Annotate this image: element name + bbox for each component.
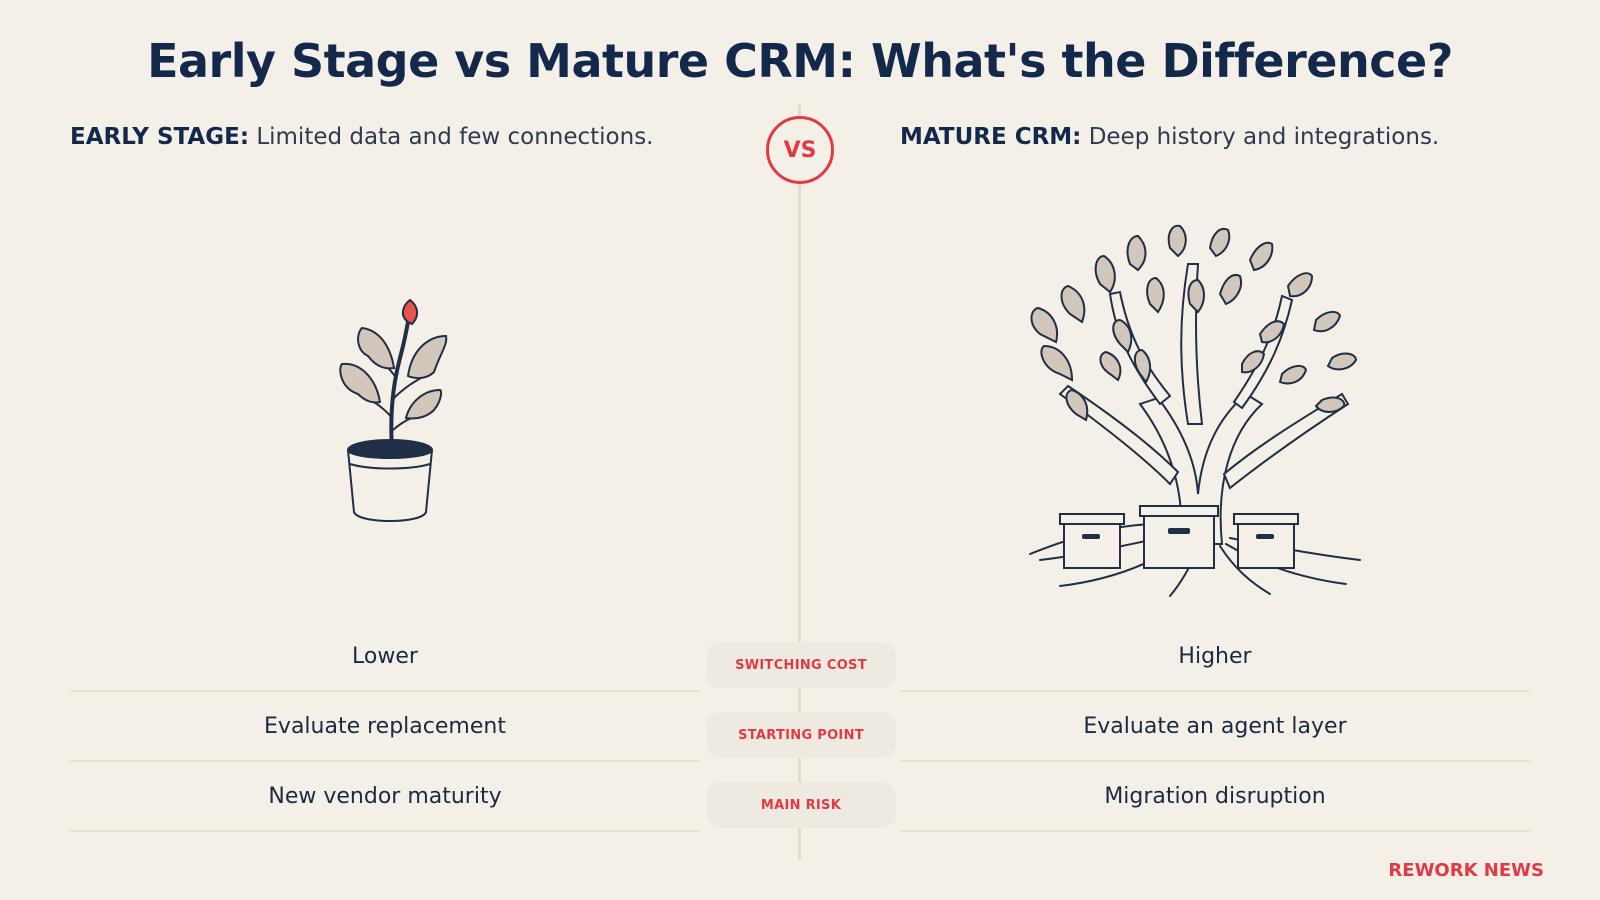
- center-divider: [798, 104, 801, 860]
- switching-cost-early: Lower: [70, 622, 700, 692]
- tree-with-boxes-icon: [1020, 224, 1380, 610]
- page-title: Early Stage vs Mature CRM: What's the Di…: [147, 34, 1453, 88]
- vs-badge: VS: [766, 116, 834, 184]
- row-label-starting-point: STARTING POINT: [706, 712, 896, 758]
- early-stage-heading: EARLY STAGE:: [70, 124, 250, 150]
- mature-crm-description: Deep history and integrations.: [1088, 124, 1440, 150]
- brand-label: REWORK NEWS: [1388, 860, 1544, 881]
- switching-cost-mature: Higher: [900, 622, 1530, 692]
- vs-label: VS: [783, 137, 817, 163]
- seedling-pot-icon: [330, 298, 460, 532]
- early-stage-header: EARLY STAGE: Limited data and few connec…: [70, 124, 654, 150]
- row-label-main-risk: MAIN RISK: [706, 782, 896, 828]
- row-label-switching-cost: SWITCHING COST: [706, 642, 896, 688]
- starting-point-early: Evaluate replacement: [70, 692, 700, 762]
- main-risk-early: New vendor maturity: [70, 762, 700, 832]
- mature-crm-header: MATURE CRM: Deep history and integration…: [900, 124, 1439, 150]
- mature-crm-heading: MATURE CRM:: [900, 124, 1082, 150]
- early-stage-description: Limited data and few connections.: [256, 124, 654, 150]
- main-risk-mature: Migration disruption: [900, 762, 1530, 832]
- starting-point-mature: Evaluate an agent layer: [900, 692, 1530, 762]
